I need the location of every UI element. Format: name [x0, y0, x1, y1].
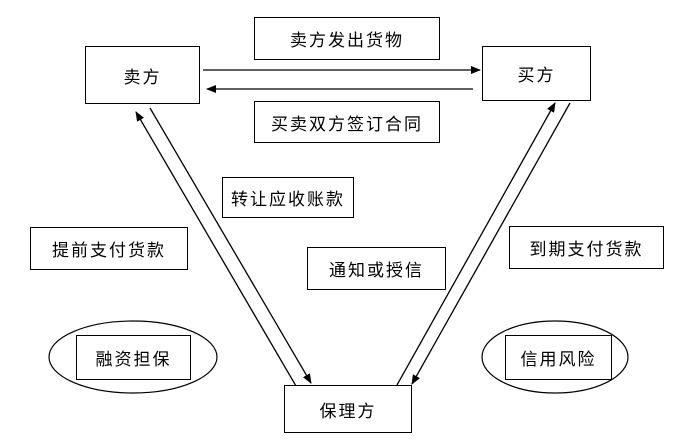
label-buyer-to-seller: 买卖双方签订合同 — [254, 101, 440, 143]
arrow-factor-to-seller — [135, 111, 297, 387]
function-credit-risk: 信用风险 — [505, 335, 612, 380]
arrow-factor-to-buyer — [396, 102, 556, 386]
arrow-buyer-to-factor — [411, 102, 571, 385]
arrow-seller-to-factor — [149, 107, 312, 384]
label-factor-to-buyer: 通知或授信 — [307, 247, 446, 290]
label-factor-to-seller: 提前支付货款 — [30, 227, 188, 270]
node-factor: 保理方 — [284, 385, 412, 433]
label-buyer-to-factor: 到期支付货款 — [509, 226, 664, 269]
label-seller-to-buyer: 卖方发出货物 — [254, 17, 440, 60]
node-buyer: 买方 — [482, 46, 591, 101]
label-seller-to-factor: 转让应收账款 — [222, 177, 354, 218]
node-seller: 卖方 — [85, 46, 200, 104]
function-financing-guarantee: 融资担保 — [76, 335, 191, 380]
